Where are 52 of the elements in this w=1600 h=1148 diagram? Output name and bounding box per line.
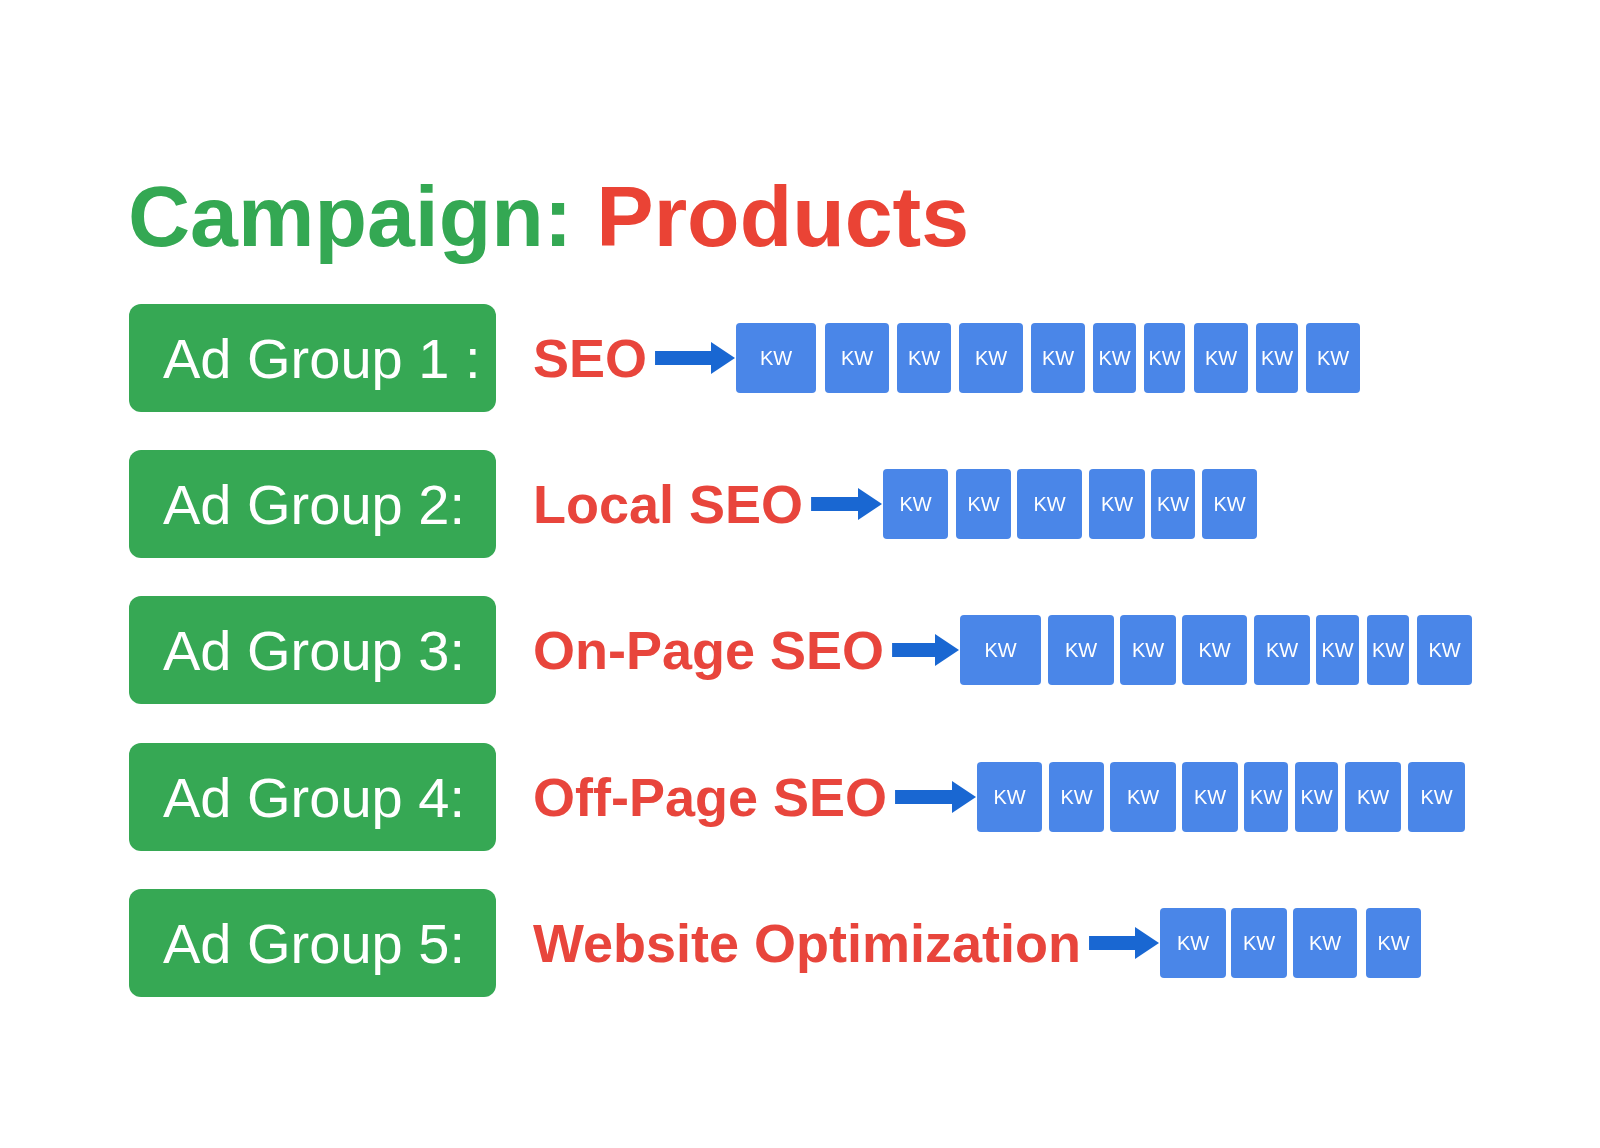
keyword-tile: KW: [1151, 469, 1195, 539]
keyword-tile: KW: [1089, 469, 1145, 539]
keyword-tile: KW: [1144, 323, 1185, 393]
keyword-tile: KW: [1254, 615, 1310, 685]
keyword-tile: KW: [977, 762, 1042, 832]
keyword-tile: KW: [1345, 762, 1401, 832]
arrow: [1089, 927, 1159, 959]
arrow: [811, 488, 882, 520]
keyword-tile: KW: [897, 323, 951, 393]
keyword-tile: KW: [736, 323, 816, 393]
title-heading: Campaign: Products: [128, 167, 969, 266]
keyword-tile: KW: [1417, 615, 1472, 685]
keyword-tile: KW: [1194, 323, 1248, 393]
keyword-tile: KW: [1031, 323, 1085, 393]
keyword-tile: KW: [1293, 908, 1357, 978]
keyword-tile: KW: [1049, 762, 1104, 832]
keyword-tile: KW: [959, 323, 1023, 393]
keyword-tile: KW: [1306, 323, 1360, 393]
keyword-tile: KW: [1110, 762, 1176, 832]
keyword-tile: KW: [883, 469, 948, 539]
topic-label: SEO: [533, 327, 648, 389]
arrow: [895, 781, 976, 813]
keyword-tile: KW: [1093, 323, 1136, 393]
ad-group-box: Ad Group 1 :: [129, 304, 496, 412]
keyword-tile: KW: [1367, 615, 1409, 685]
keyword-tile: KW: [825, 323, 889, 393]
topic-label: Local SEO: [533, 473, 804, 535]
keyword-tile: KW: [1182, 615, 1247, 685]
keyword-tile: KW: [1408, 762, 1465, 832]
topic-label: Off-Page SEO: [533, 766, 888, 828]
keyword-tile: KW: [1160, 908, 1226, 978]
arrow: [892, 634, 959, 666]
ad-group-box: Ad Group 3:: [129, 596, 496, 704]
keyword-tile: KW: [1244, 762, 1288, 832]
keyword-tile: KW: [960, 615, 1041, 685]
keyword-tile: KW: [1295, 762, 1338, 832]
ad-group-box: Ad Group 2:: [129, 450, 496, 558]
ad-group-box: Ad Group 5:: [129, 889, 496, 997]
keyword-tile: KW: [1017, 469, 1082, 539]
topic-label: On-Page SEO: [533, 619, 885, 681]
topic-label: Website Optimization: [533, 912, 1082, 974]
keyword-tile: KW: [1256, 323, 1298, 393]
keyword-tile: KW: [956, 469, 1011, 539]
keyword-tile: KW: [1316, 615, 1359, 685]
keyword-tile: KW: [1366, 908, 1421, 978]
keyword-tile: KW: [1231, 908, 1287, 978]
ad-group-box: Ad Group 4:: [129, 743, 496, 851]
keyword-tile: KW: [1202, 469, 1257, 539]
arrow: [655, 342, 735, 374]
keyword-tile: KW: [1120, 615, 1176, 685]
keyword-tile: KW: [1182, 762, 1238, 832]
keyword-tile: KW: [1048, 615, 1114, 685]
